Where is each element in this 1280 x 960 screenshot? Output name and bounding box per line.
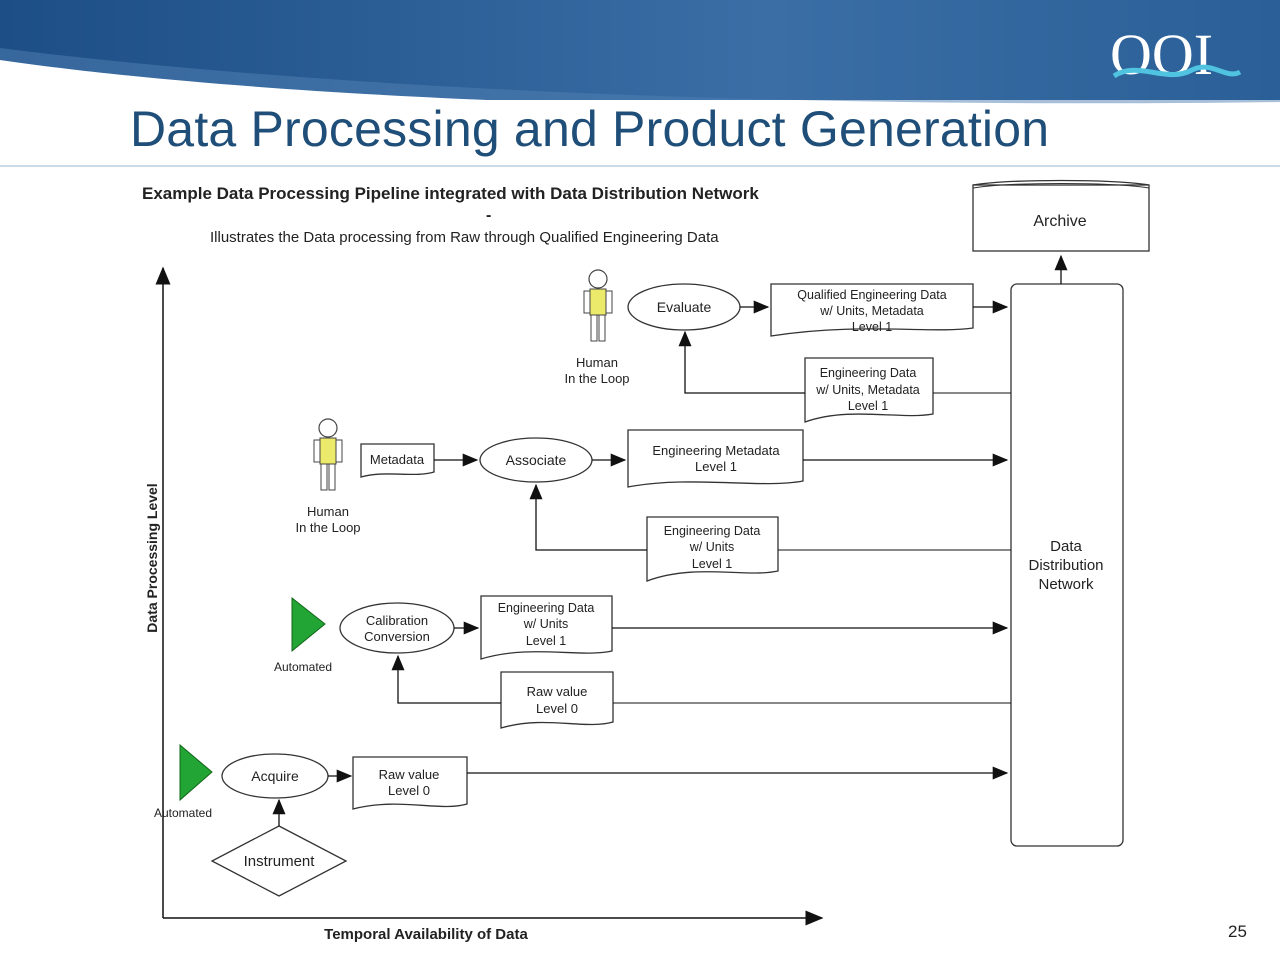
qualified-line-3: Level 1	[852, 320, 892, 334]
human-2-label-1: Human	[576, 355, 618, 370]
human-figure-2	[583, 269, 613, 342]
eng-units-doc-1: Engineering Data w/ Units Level 1	[480, 595, 613, 660]
raw-value-1-line-1: Raw value	[379, 767, 440, 782]
calibration-label-1: Calibration	[366, 613, 428, 628]
raw-value-doc-1: Raw value Level 0	[352, 756, 468, 810]
human-1-label-2: In the Loop	[295, 520, 360, 535]
eng-units-1-line-3: Level 1	[526, 634, 566, 648]
eng-metadata-line-1: Engineering Metadata	[652, 443, 780, 458]
eng-to-associate-arrow	[529, 483, 647, 551]
raw-value-doc-2: Raw value Level 0	[500, 671, 614, 729]
ddn-label-2: Distribution	[1028, 557, 1103, 574]
raw-to-calibration-arrow	[391, 654, 501, 704]
y-axis-label: Data Processing Level	[144, 483, 160, 632]
eng-units-meta-line-3: Level 1	[848, 399, 888, 413]
raw-value-2-line-2: Level 0	[536, 701, 578, 716]
eng-units-doc-2: Engineering Data w/ Units Level 1	[646, 516, 779, 582]
eng-units-meta-doc: Engineering Data w/ Units, Metadata Leve…	[804, 357, 934, 423]
automated-label-1: Automated	[154, 806, 212, 820]
qualified-line-2: w/ Units, Metadata	[819, 304, 924, 318]
eng-units-2-line-3: Level 1	[692, 557, 732, 571]
human-2-label-2: In the Loop	[564, 371, 629, 386]
diagram-heading-dash: -	[486, 207, 491, 224]
calibration-label-2: Conversion	[364, 629, 430, 644]
metadata-doc: Metadata	[360, 443, 435, 478]
acquire-label: Acquire	[251, 768, 299, 784]
eng-metadata-line-2: Level 1	[695, 459, 737, 474]
associate-label: Associate	[506, 452, 567, 468]
eng-units-meta-line-1: Engineering Data	[820, 366, 917, 380]
diagram-subheading: Illustrates the Data processing from Raw…	[210, 229, 719, 246]
raw-value-1-line-2: Level 0	[388, 783, 430, 798]
data-distribution-network: Data Distribution Network	[1010, 283, 1124, 847]
instrument-node: Instrument	[210, 825, 348, 897]
slide-title: Data Processing and Product Generation	[130, 101, 1050, 157]
evaluate-label: Evaluate	[657, 299, 712, 315]
qualified-line-1: Qualified Engineering Data	[797, 288, 946, 302]
diagram-heading: Example Data Processing Pipeline integra…	[142, 184, 759, 203]
eng-units-2-line-2: w/ Units	[689, 540, 734, 554]
automated-icon	[291, 596, 326, 653]
eng-units-1-line-2: w/ Units	[523, 617, 568, 631]
ddn-label-1: Data	[1050, 538, 1082, 555]
human-figure-1	[313, 418, 343, 491]
ddn-label-3: Network	[1038, 576, 1094, 593]
eng-units-meta-line-2: w/ Units, Metadata	[815, 383, 920, 397]
ooi-logo: OOI	[1108, 20, 1248, 87]
eng-metadata-doc: Engineering Metadata Level 1	[627, 429, 804, 488]
header-band	[0, 0, 1280, 167]
eng-units-1-line-1: Engineering Data	[498, 601, 595, 615]
archive-store: Archive	[972, 179, 1150, 252]
automated-label-2: Automated	[274, 660, 332, 674]
human-1-label-1: Human	[307, 504, 349, 519]
raw-value-2-line-1: Raw value	[527, 684, 588, 699]
x-axis-label: Temporal Availability of Data	[324, 926, 528, 943]
metadata-label: Metadata	[370, 452, 425, 467]
logo-mark: OOI	[1110, 22, 1242, 87]
eng-units-2-line-1: Engineering Data	[664, 524, 761, 538]
qualified-doc: Qualified Engineering Data w/ Units, Met…	[770, 283, 974, 337]
archive-label: Archive	[1033, 213, 1086, 230]
instrument-label: Instrument	[244, 853, 316, 870]
engmeta-to-evaluate-arrow	[678, 330, 805, 394]
calibration-process	[339, 602, 455, 654]
page-number: 25	[1228, 922, 1247, 941]
automated-icon	[179, 743, 213, 802]
